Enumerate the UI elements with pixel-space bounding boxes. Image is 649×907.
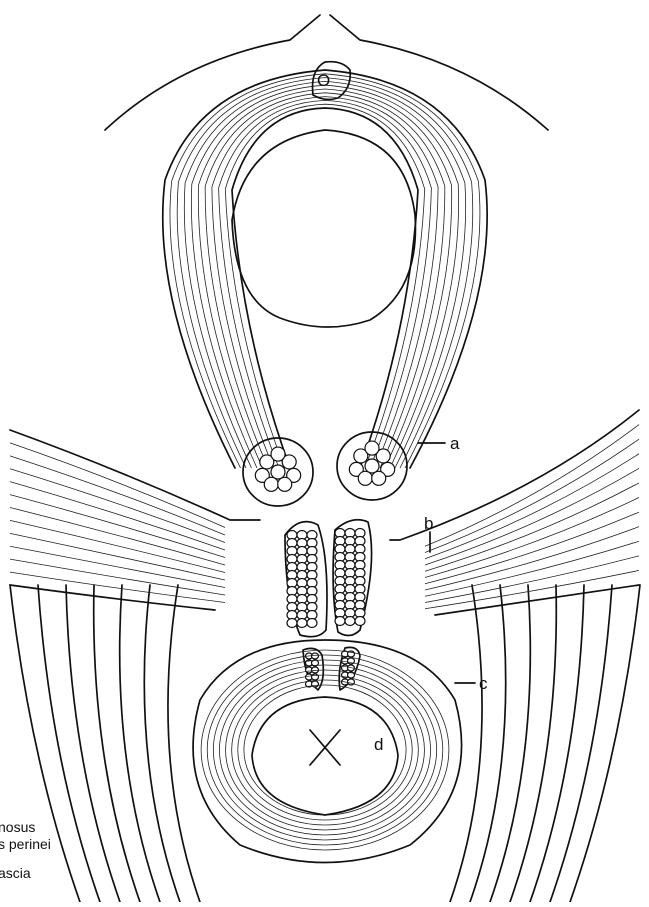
legend-line-2: s perinei <box>0 836 51 852</box>
legend-line-3: ascia <box>0 865 31 881</box>
label-d: d <box>374 735 383 754</box>
legend-line-1: nosus <box>0 819 35 835</box>
label-a: a <box>450 434 460 453</box>
label-c: c <box>479 674 488 693</box>
label-b: b <box>424 514 433 533</box>
urethra-label: O <box>317 71 330 90</box>
